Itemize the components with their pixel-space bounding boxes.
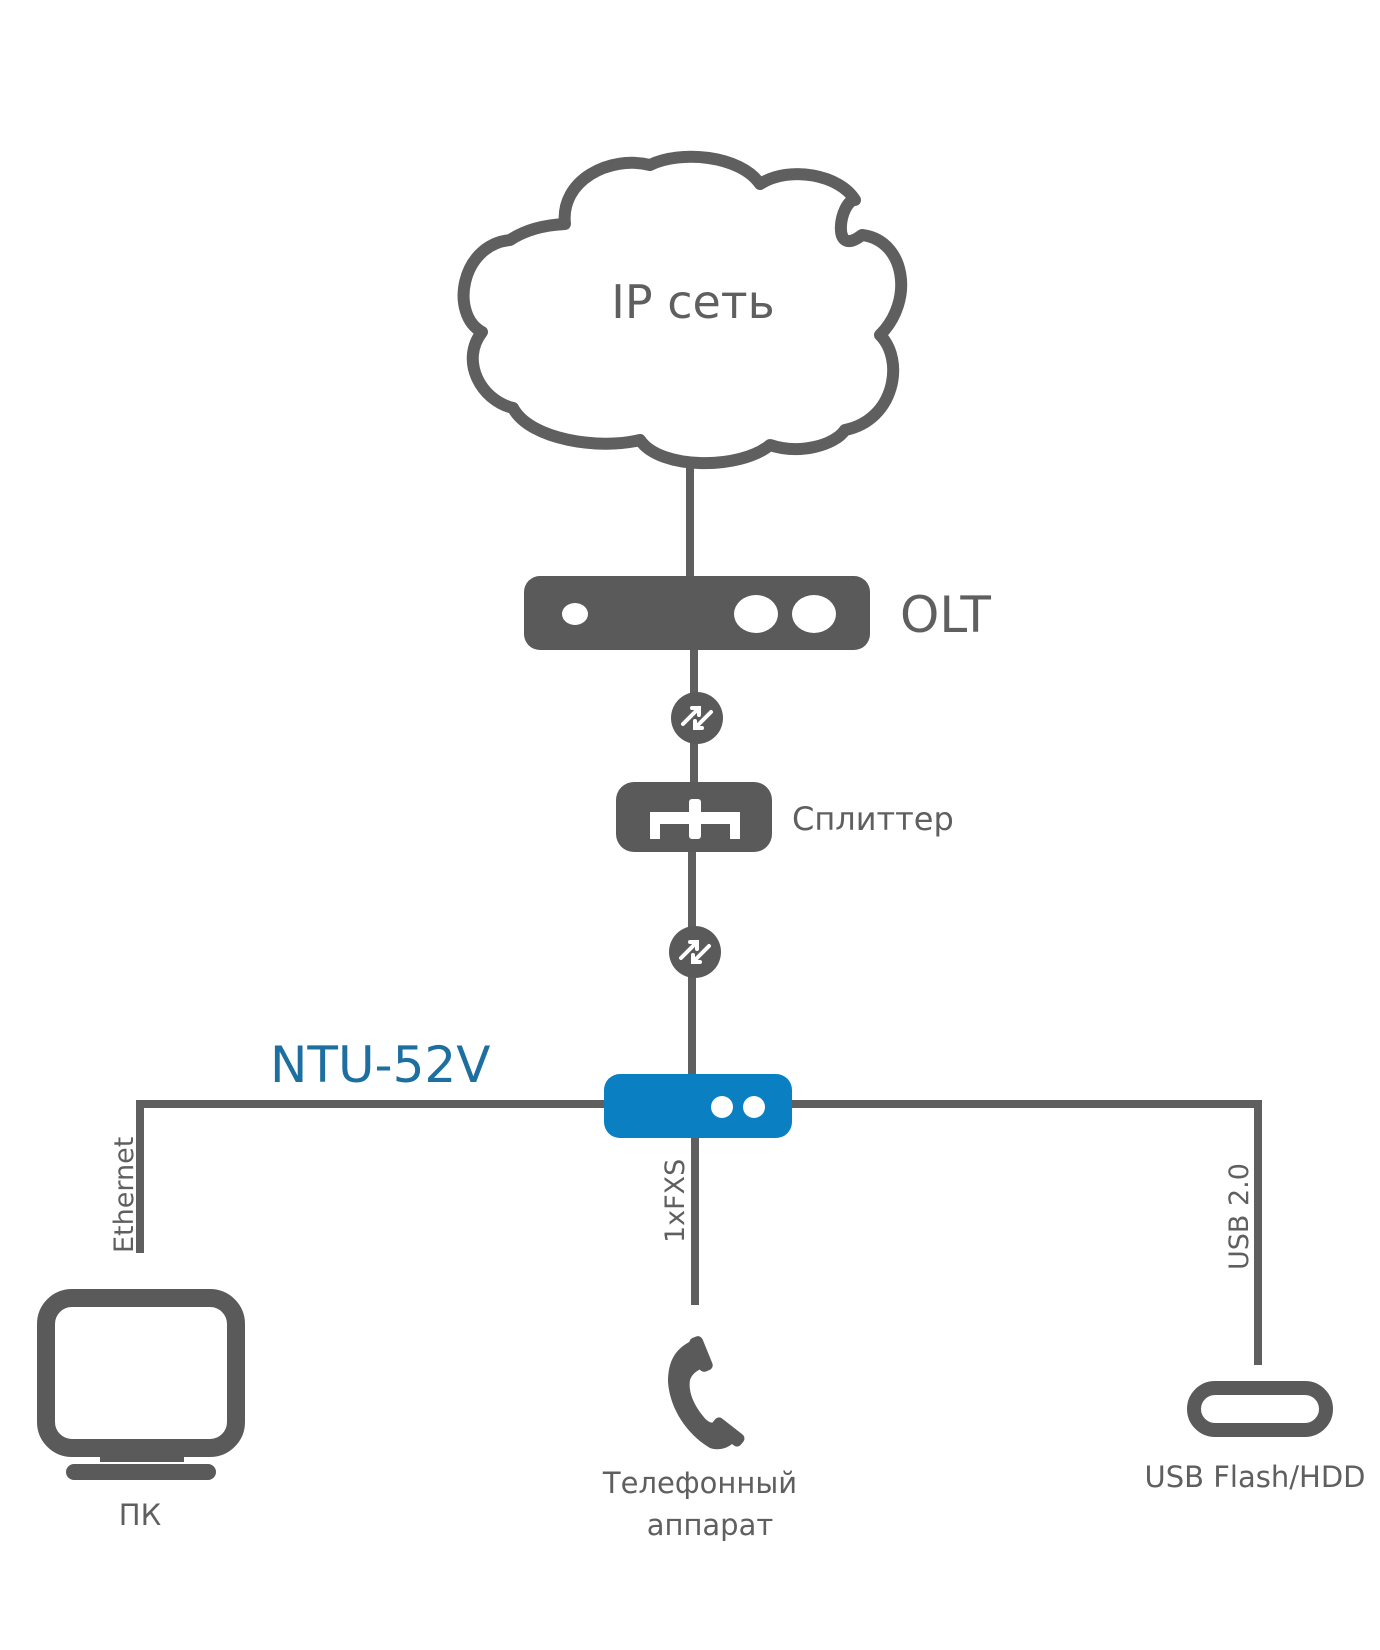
optical-link-top	[671, 692, 723, 744]
optical-link-icon	[671, 692, 723, 744]
connection-lines	[136, 450, 1262, 1365]
ntu-node[interactable]: NTU-52V	[270, 1036, 792, 1138]
phone-endpoint[interactable]: Телефонный аппарат	[602, 1335, 797, 1542]
pc-label: ПК	[119, 1498, 162, 1532]
phone-label-line1: Телефонный	[602, 1466, 797, 1500]
olt-node[interactable]: OLT	[524, 576, 991, 650]
fxs-port-label: 1xFXS	[660, 1159, 691, 1243]
usb-port-label: USB 2.0	[1224, 1163, 1255, 1270]
optical-link-bottom	[669, 926, 721, 978]
cloud-icon	[457, 150, 908, 470]
pc-endpoint[interactable]: ПК	[37, 1289, 245, 1532]
phone-label-line2: аппарат	[647, 1508, 774, 1542]
ethernet-port-label: Ethernet	[109, 1137, 140, 1253]
usb-line	[790, 1100, 1262, 1365]
splitter-icon	[616, 782, 772, 852]
splitter-node[interactable]: Сплиттер	[616, 782, 954, 852]
olt-device-icon	[524, 576, 870, 650]
usb-drive-icon	[1187, 1381, 1333, 1437]
usb-label: USB Flash/HDD	[1145, 1460, 1366, 1494]
phone-handset-icon	[668, 1336, 745, 1450]
ntu-label: NTU-52V	[270, 1036, 490, 1094]
usb-endpoint[interactable]: USB Flash/HDD	[1145, 1381, 1366, 1494]
olt-label: OLT	[900, 586, 991, 644]
optical-link-icon	[669, 926, 721, 978]
splitter-label: Сплиттер	[792, 800, 954, 838]
cloud-node[interactable]: IP сеть	[457, 150, 908, 470]
monitor-icon	[37, 1289, 245, 1480]
ethernet-line	[136, 1100, 610, 1253]
ntu-device-icon	[604, 1074, 792, 1138]
cloud-label: IP сеть	[611, 275, 774, 329]
